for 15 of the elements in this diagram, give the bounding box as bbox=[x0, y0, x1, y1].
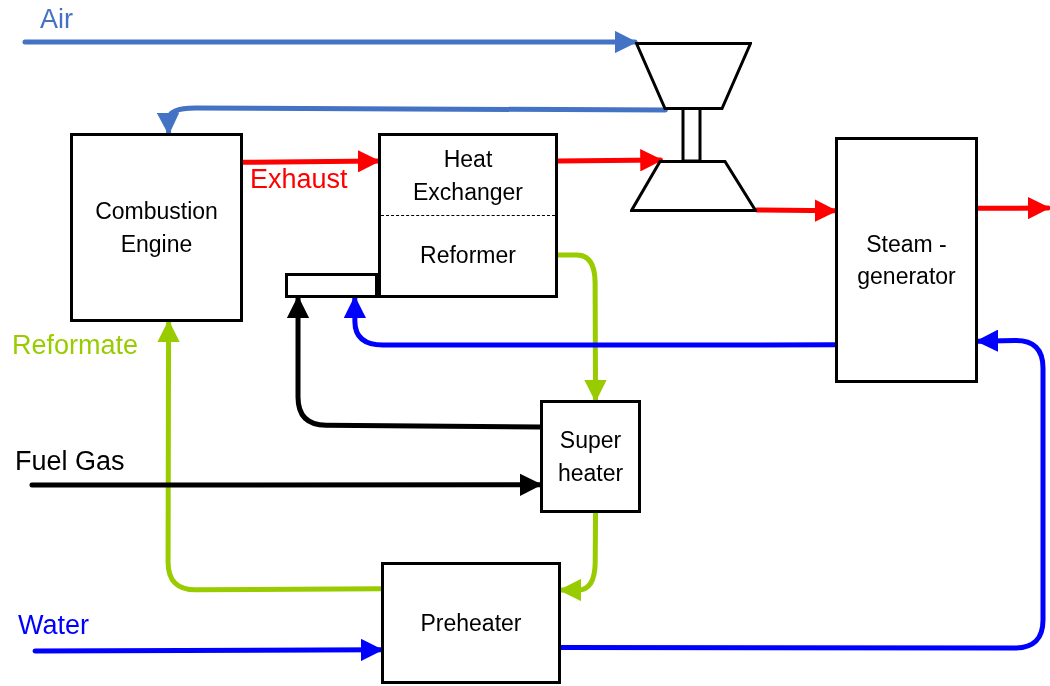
box-label: Super heater bbox=[556, 426, 625, 488]
box-label: Steam - generator bbox=[856, 229, 957, 291]
process-box bbox=[70, 133, 243, 322]
process-box bbox=[835, 137, 978, 383]
turbomachine-shape bbox=[635, 42, 752, 110]
flow-arrow bbox=[22, 30, 638, 54]
box-label: Heat Exchanger bbox=[412, 145, 524, 207]
box-label: Preheater bbox=[419, 608, 523, 638]
burner-box bbox=[285, 273, 378, 298]
process-box bbox=[540, 400, 641, 513]
turbomachine-shape bbox=[630, 160, 757, 212]
box-label: Combustion Engine bbox=[94, 197, 219, 259]
process-box bbox=[378, 133, 558, 298]
process-box bbox=[381, 562, 561, 684]
box-label: Reformer bbox=[419, 241, 517, 271]
